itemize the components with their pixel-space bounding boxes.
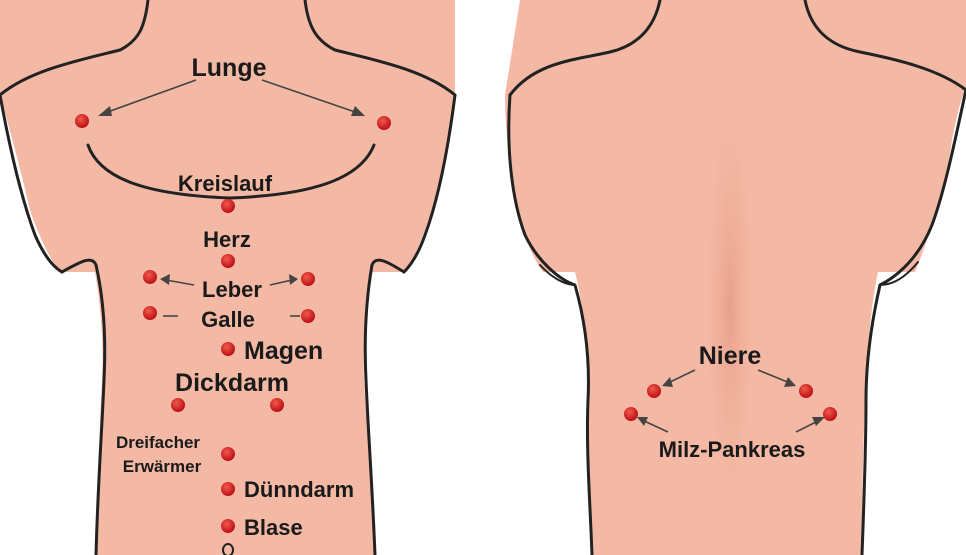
point-dickdarm-left: [171, 398, 185, 412]
point-lunge-left: [75, 114, 89, 128]
point-milz-right: [823, 407, 837, 421]
point-galle-left: [143, 306, 157, 320]
back-torso: [505, 0, 966, 555]
label-dickdarm: Dickdarm: [175, 369, 289, 397]
point-niere-left: [647, 384, 661, 398]
point-leber-right: [301, 272, 315, 286]
point-kreislauf: [221, 199, 235, 213]
label-lunge: Lunge: [192, 54, 267, 82]
label-magen: Magen: [244, 337, 323, 365]
label-milz-pankreas: Milz-Pankreas: [659, 437, 806, 462]
point-leber-left: [143, 270, 157, 284]
label-kreislauf: Kreislauf: [178, 171, 273, 196]
point-dreifacher-erwaermer: [221, 447, 235, 461]
point-magen: [221, 342, 235, 356]
front-side-left: [62, 260, 105, 555]
label-niere: Niere: [699, 342, 762, 370]
point-duenndarm: [221, 482, 235, 496]
label-herz: Herz: [203, 227, 251, 252]
point-niere-right: [799, 384, 813, 398]
label-duenndarm: Dünndarm: [244, 477, 354, 502]
spine-shadow: [700, 60, 760, 555]
label-leber: Leber: [202, 277, 262, 302]
point-blase: [221, 519, 235, 533]
label-dreifacher: Dreifacher: [116, 433, 200, 452]
point-herz: [221, 254, 235, 268]
label-blase: Blase: [244, 515, 303, 540]
point-lunge-right: [377, 116, 391, 130]
point-dickdarm-right: [270, 398, 284, 412]
point-milz-left: [624, 407, 638, 421]
point-galle-right: [301, 309, 315, 323]
label-galle: Galle: [201, 307, 255, 332]
label-erwaermer: Erwärmer: [123, 457, 202, 476]
